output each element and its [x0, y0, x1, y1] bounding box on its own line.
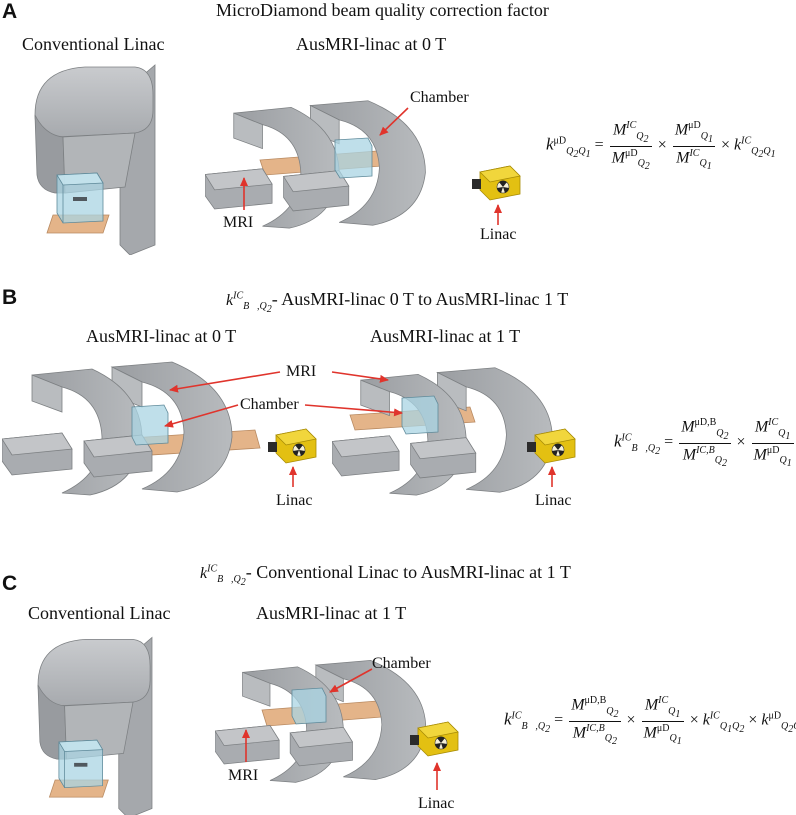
panel-c-conventional-linac — [37, 636, 153, 815]
panel-c-arrows — [242, 668, 441, 790]
panel-a-arrows — [240, 107, 502, 225]
panel-c-left-caption: Conventional Linac — [28, 603, 171, 623]
panel-c-title-text: - Conventional Linac to AusMRI-linac at … — [245, 562, 571, 582]
panel-b-arrows — [164, 371, 556, 487]
panel-c-center-caption: AusMRI-linac at 1 T — [256, 603, 407, 623]
panel-c-mri-linac-1t — [215, 659, 427, 783]
panel-c-linac-callout: Linac — [418, 795, 455, 812]
panel-b-linac-head-left — [268, 428, 317, 464]
panel-label-b: B — [2, 286, 18, 309]
panel-c-chamber-callout: Chamber — [372, 655, 431, 672]
panel-b-left-caption: AusMRI-linac at 0 T — [86, 326, 237, 346]
panel-b-mri-linac-1t — [332, 367, 553, 496]
panel-b-mri-callout: MRI — [286, 363, 317, 380]
panel-b-chamber-callout: Chamber — [240, 396, 299, 413]
panel-label-c: C — [2, 572, 18, 595]
panel-b-right-caption: AusMRI-linac at 1 T — [370, 326, 521, 346]
panel-a-chamber-callout: Chamber — [410, 89, 469, 106]
panel-a-conventional-linac — [34, 64, 156, 255]
panel-a-mri-linac-0t — [205, 100, 426, 229]
panel-a-linac-callout: Linac — [480, 226, 517, 243]
panel-a-left-caption: Conventional Linac — [22, 34, 165, 54]
panel-c-mri-callout: MRI — [228, 767, 259, 784]
panel-b-title-text: - AusMRI-linac 0 T to AusMRI-linac 1 T — [271, 289, 569, 309]
panel-b-mri-linac-0t — [2, 361, 261, 496]
panel-a-center-caption: AusMRI-linac at 0 T — [296, 34, 447, 54]
panel-a-title: MicroDiamond beam quality correction fac… — [216, 0, 549, 20]
panel-b-linac-right-callout: Linac — [535, 492, 572, 509]
panel-c-title: kICB⃗,Q2- Conventional Linac to AusMRI-l… — [200, 562, 571, 589]
panel-a-mri-callout: MRI — [223, 214, 254, 231]
panel-b-linac-left-callout: Linac — [276, 492, 313, 509]
panel-a-linac-head — [472, 165, 521, 201]
panel-label-a: A — [2, 0, 18, 23]
panel-b-title: kICB⃗,Q2- AusMRI-linac 0 T to AusMRI-lin… — [226, 289, 569, 316]
